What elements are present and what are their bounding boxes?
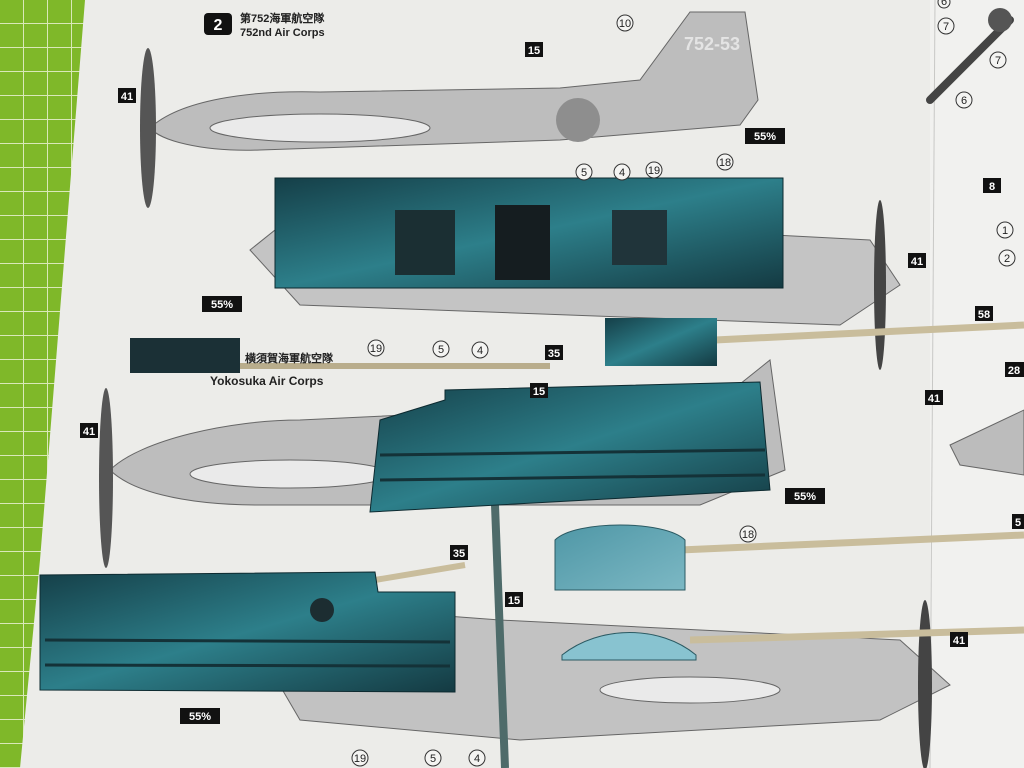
svg-text:7: 7 <box>943 21 949 33</box>
scheme-2-header: 2 第752海軍航空隊 752nd Air Corps <box>204 11 325 39</box>
svg-text:5: 5 <box>1015 517 1021 529</box>
scheme-3-title-en: Yokosuka Air Corps <box>210 374 324 388</box>
svg-text:1: 1 <box>1002 225 1008 237</box>
scale-label: 55% <box>189 711 211 723</box>
svg-text:41: 41 <box>83 426 95 438</box>
svg-text:18: 18 <box>742 529 754 541</box>
svg-text:18: 18 <box>719 157 731 169</box>
small-part-right <box>605 318 717 366</box>
svg-text:19: 19 <box>648 165 660 177</box>
scale-label: 55% <box>794 491 816 503</box>
svg-text:2: 2 <box>1004 253 1010 265</box>
aircraft-profile-1: 752-53 <box>140 11 759 208</box>
scheme-title-en: 752nd Air Corps <box>240 27 325 39</box>
part-callouts-square: 41 15 41 35 15 41 35 15 41 8 58 28 41 5 <box>80 42 1024 647</box>
cockpit-floor-part <box>274 177 784 289</box>
svg-text:15: 15 <box>508 595 520 607</box>
scale-label: 55% <box>754 131 776 143</box>
svg-text:10: 10 <box>619 18 631 30</box>
svg-text:8: 8 <box>989 181 995 193</box>
wooden-sticks <box>230 321 1024 768</box>
svg-text:4: 4 <box>619 167 625 179</box>
svg-text:19: 19 <box>370 343 382 355</box>
svg-text:5: 5 <box>430 753 436 765</box>
svg-text:4: 4 <box>474 753 480 765</box>
svg-text:6: 6 <box>941 0 947 8</box>
instrument-panel-part <box>554 524 686 591</box>
part-callouts-circle: 10 5 4 19 18 5 4 19 18 19 5 4 7 7 6 1 2 … <box>351 0 1016 767</box>
cockpit-side-panel-1 <box>369 381 771 513</box>
svg-text:7: 7 <box>995 55 1001 67</box>
svg-text:41: 41 <box>121 91 133 103</box>
scale-label: 55% <box>211 299 233 311</box>
cockpit-side-panel-2 <box>39 571 456 693</box>
aircraft-profile-partial <box>949 409 1024 476</box>
svg-text:35: 35 <box>453 548 465 560</box>
svg-text:6: 6 <box>961 95 967 107</box>
svg-text:41: 41 <box>911 256 923 268</box>
sheet-right-page <box>930 0 1024 768</box>
scheme-badge <box>204 13 232 35</box>
svg-text:5: 5 <box>438 344 444 356</box>
svg-text:19: 19 <box>354 753 366 765</box>
tail-code: 752-53 <box>684 34 740 54</box>
scheme-3-title-jp: 横須賀海軍航空隊 <box>245 351 334 365</box>
svg-text:35: 35 <box>548 348 560 360</box>
small-part-left <box>130 338 240 373</box>
scheme-number: 2 <box>214 17 223 34</box>
svg-text:15: 15 <box>528 45 540 57</box>
svg-text:28: 28 <box>1008 365 1020 377</box>
svg-text:58: 58 <box>978 309 990 321</box>
propeller <box>140 48 156 208</box>
svg-text:4: 4 <box>477 345 483 357</box>
svg-text:15: 15 <box>533 386 545 398</box>
svg-text:41: 41 <box>953 635 965 647</box>
svg-text:41: 41 <box>928 393 940 405</box>
propeller-diagram <box>926 8 1014 104</box>
scheme-title-jp: 第752海軍航空隊 <box>240 11 325 25</box>
rear-bulkhead-part <box>561 632 697 661</box>
scale-labels: 55% 55% 55% 55% <box>180 128 825 724</box>
svg-text:5: 5 <box>581 167 587 179</box>
